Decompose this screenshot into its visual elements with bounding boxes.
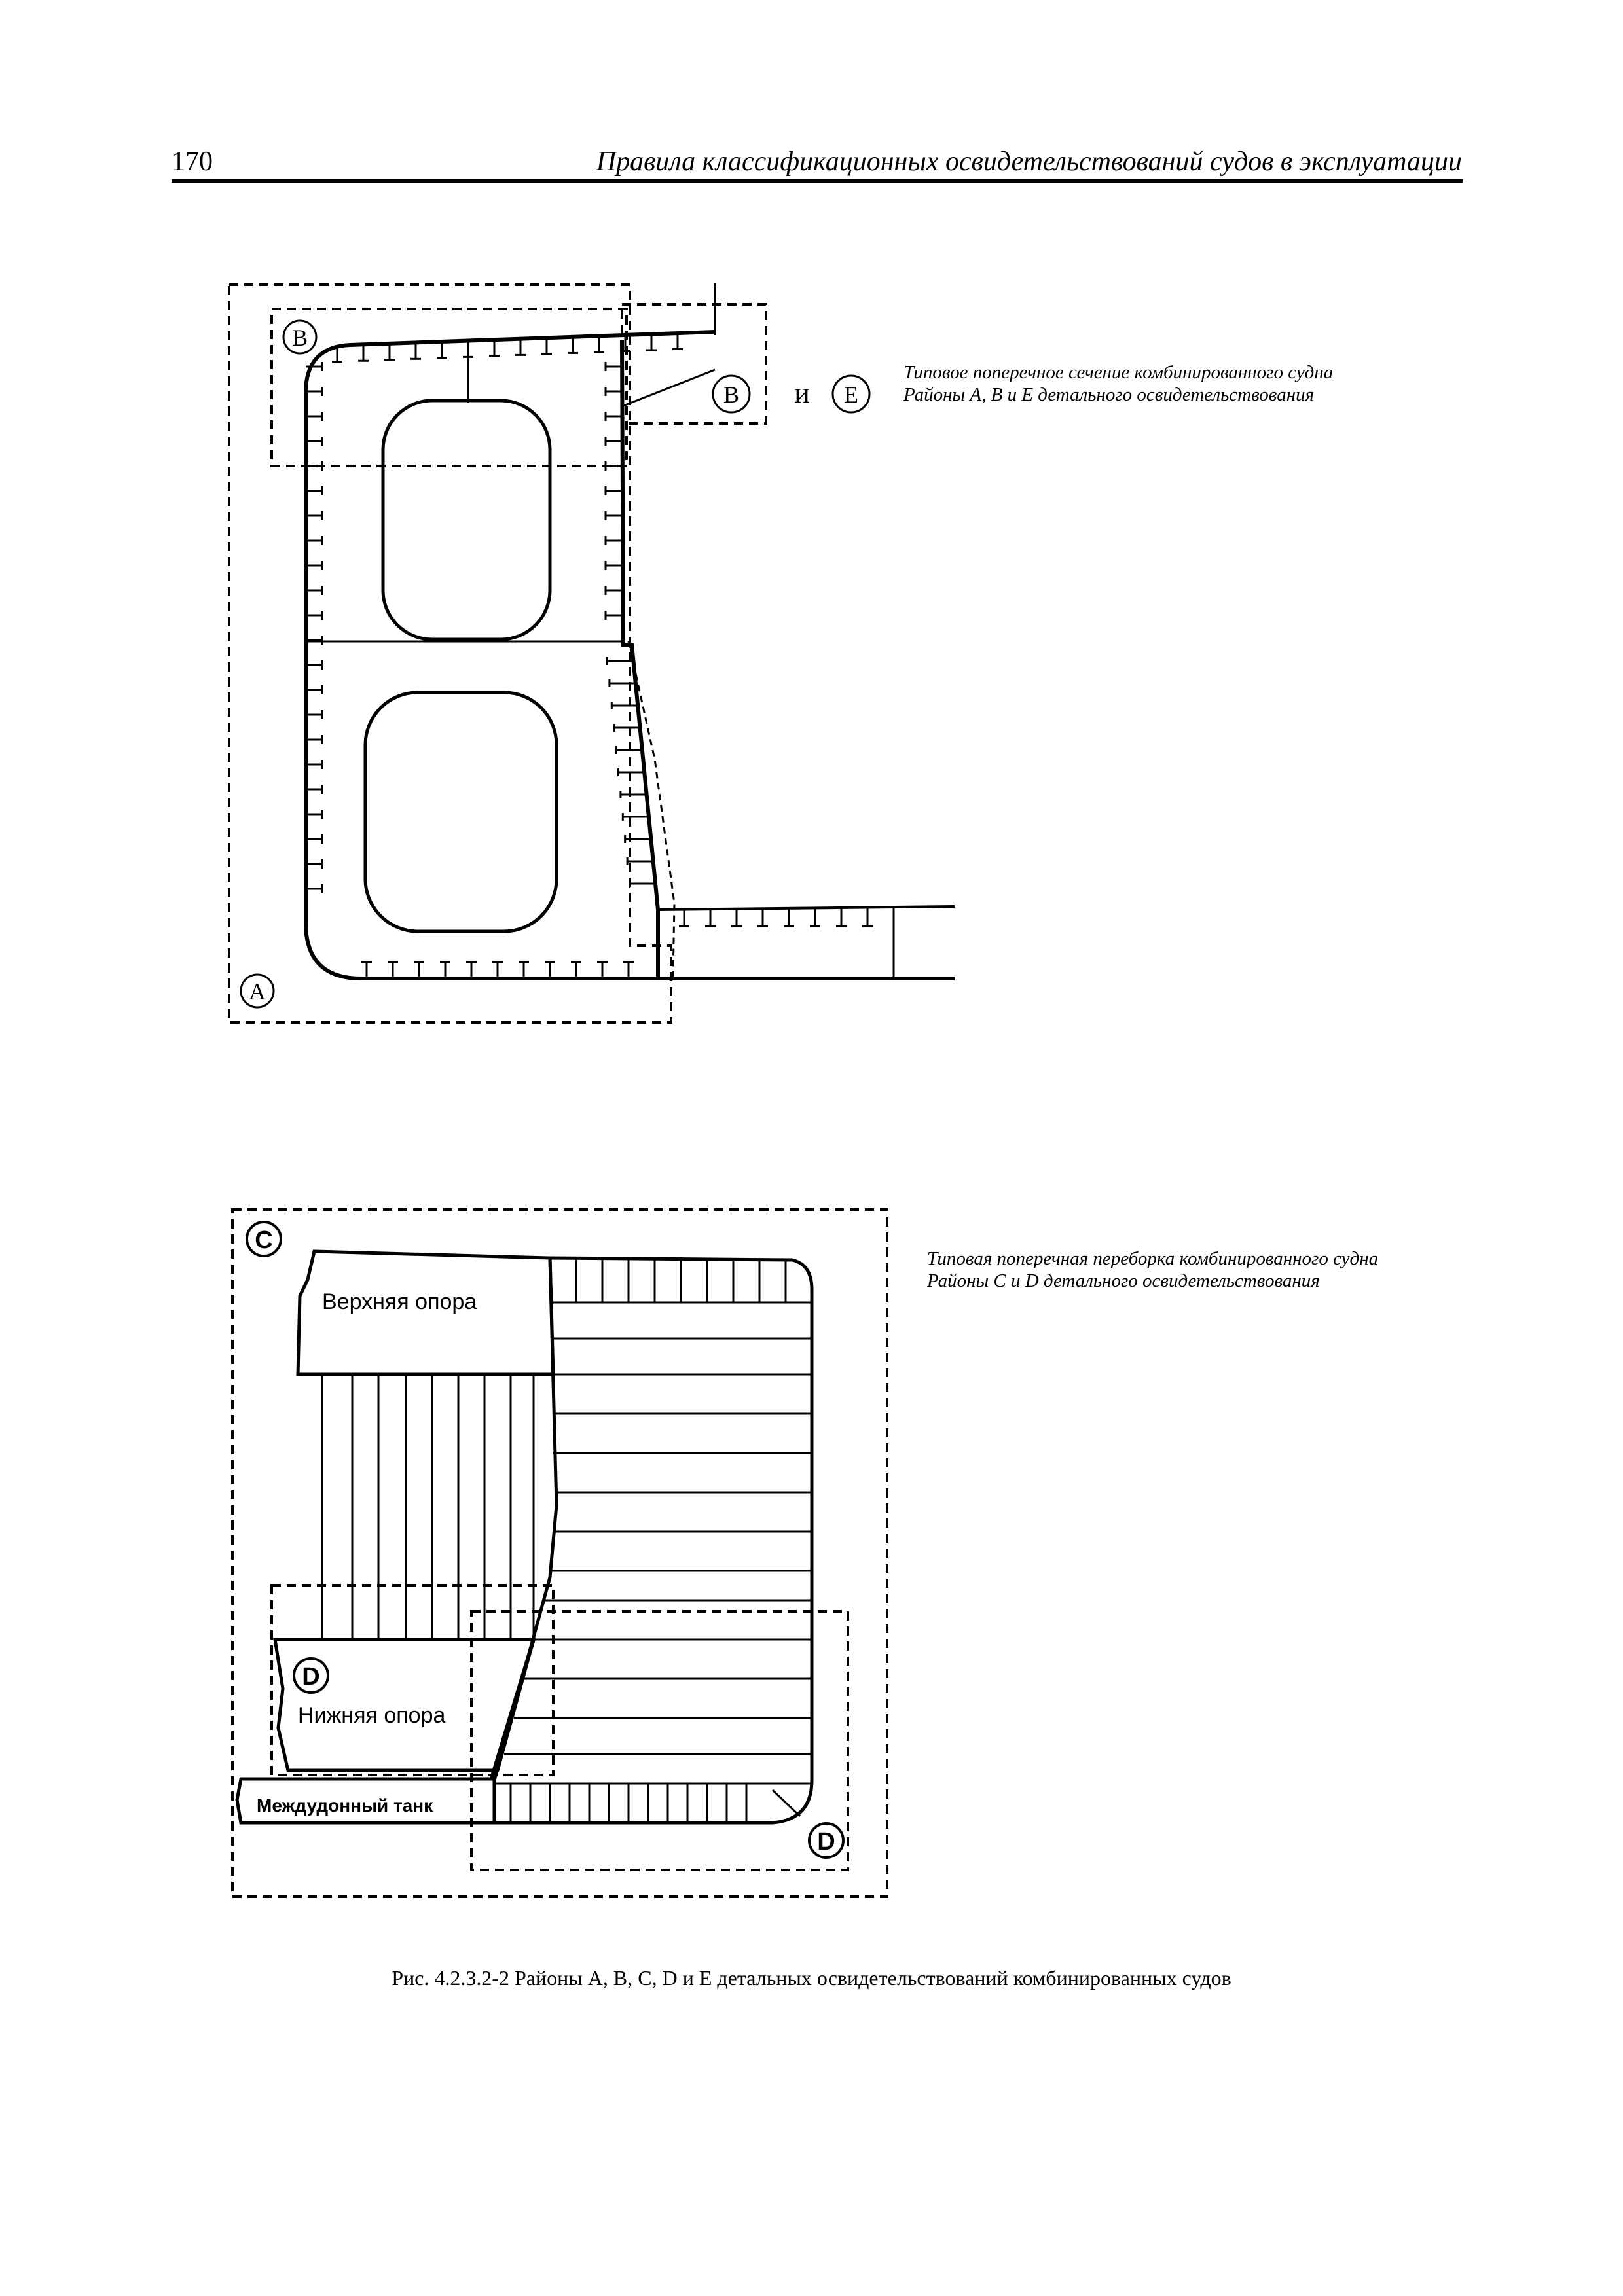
marker-and: и xyxy=(794,377,810,409)
label-upper-stool: Верхняя опора xyxy=(322,1289,477,1314)
lightening-hole-upper xyxy=(381,399,552,641)
caption-cross-section-line1: Типовое поперечное сечение комбинированн… xyxy=(903,362,1334,383)
caption-bulkhead-line2: Районы C и D детального освидетельствова… xyxy=(927,1270,1320,1291)
cross-section-figure: B B и E A xyxy=(228,283,955,1024)
region-c-box xyxy=(231,1208,888,1898)
marker-b-left: B xyxy=(292,325,308,351)
caption-bulkhead-line1: Типовая поперечная переборка комбинирова… xyxy=(927,1248,1379,1269)
caption-bulkhead: Типовая поперечная переборка комбинирова… xyxy=(927,1247,1378,1292)
label-lower-stool: Нижняя опора xyxy=(298,1703,445,1728)
running-title: Правила классификационных освидетельство… xyxy=(596,147,1462,177)
caption-cross-section-line2: Районы A, B и E детального освидетельств… xyxy=(903,384,1315,405)
marker-e: E xyxy=(844,382,858,408)
double-bottom-tank-outline xyxy=(235,1777,496,1825)
region-a-box xyxy=(228,283,672,1024)
marker-b-right: B xyxy=(723,382,739,408)
label-double-bottom-tank: Междудонный танк xyxy=(257,1795,433,1816)
figure-caption: Рис. 4.2.3.2-2 Районы A, B, C, D и E дет… xyxy=(392,1966,1231,1990)
marker-d-left: D xyxy=(302,1663,319,1691)
region-d-box-right xyxy=(470,1610,849,1871)
lightening-hole-lower xyxy=(363,691,558,933)
page-number: 170 xyxy=(172,147,213,177)
hull-outline xyxy=(304,330,716,980)
marker-a: A xyxy=(249,978,266,1005)
caption-cross-section: Типовое поперечное сечение комбинированн… xyxy=(903,361,1333,406)
side-shell-outline xyxy=(492,1256,814,1825)
region-d-box-left xyxy=(270,1584,555,1776)
header-rule xyxy=(172,179,1463,183)
marker-d-right: D xyxy=(817,1828,835,1856)
outer-shell-dashed xyxy=(627,641,676,979)
marker-c: C xyxy=(255,1227,272,1254)
